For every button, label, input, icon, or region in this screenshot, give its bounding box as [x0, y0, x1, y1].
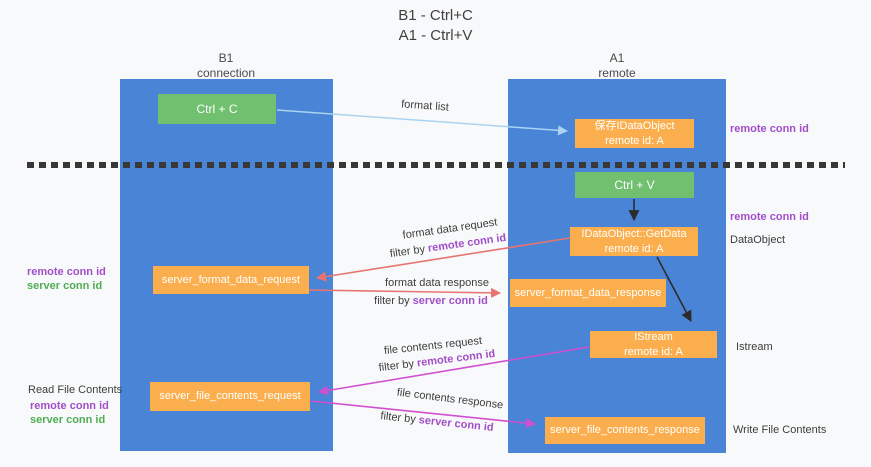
left-column-name: B1 — [218, 51, 234, 65]
format-data-response-arrow — [308, 287, 501, 298]
filter-by-text: filter by — [378, 357, 415, 375]
server-conn-id-annotation-left-2: server conn id — [30, 414, 106, 426]
right-column-name: A1 — [609, 51, 625, 65]
remote-conn-id-annotation-left-1: remote conn id — [27, 266, 106, 278]
keep-idataobject-line2: remote id: A — [605, 134, 664, 147]
ctrl-c-label: Ctrl + C — [196, 102, 238, 116]
dataobject-annotation: DataObject — [730, 234, 786, 246]
right-column-header: A1 remote — [557, 51, 677, 81]
filter-by-text: filter by — [389, 243, 426, 261]
getdata-line1: IDataObject::GetData — [581, 228, 687, 241]
read-file-contents-annotation: Read File Contents — [28, 384, 123, 396]
server-conn-id-annotation-left-1: server conn id — [27, 280, 103, 292]
istream-node: IStream remote id: A — [590, 331, 717, 358]
filter-by-text: filter by — [379, 410, 417, 426]
server-file-contents-response-label: server_file_contents_response — [550, 424, 700, 437]
file-contents-response-label: file contents response — [396, 386, 504, 412]
server-file-contents-response-node: server_file_contents_response — [545, 417, 705, 444]
server-conn-id-text: server conn id — [412, 295, 488, 307]
keep-idataobject-node: 保存IDataObject remote id: A — [575, 119, 694, 148]
istream-line1: IStream — [634, 331, 673, 344]
remote-conn-id-annotation-top: remote conn id — [730, 123, 809, 135]
remote-conn-id-annotation-left-2: remote conn id — [30, 400, 109, 412]
filter-by-text: filter by — [374, 295, 410, 307]
istream-annotation: Istream — [736, 341, 773, 353]
title-line-b1: B1 - Ctrl+C — [398, 7, 473, 24]
server-format-data-request-label: server_format_data_request — [161, 273, 301, 286]
getdata-line2: remote id: A — [604, 242, 664, 255]
left-column-role: connection — [196, 66, 256, 80]
ctrl-v-label: Ctrl + V — [614, 178, 655, 192]
left-column-header: B1 connection — [166, 51, 286, 81]
server-file-contents-request-node: server_file_contents_request — [150, 382, 310, 411]
server-conn-id-text: server conn id — [418, 414, 495, 434]
ctrl-c-node: Ctrl + C — [158, 94, 276, 124]
remote-conn-id-annotation-mid: remote conn id — [730, 211, 809, 223]
phase-separator-dashed-line — [27, 162, 845, 168]
format-data-response-label: format data response — [385, 277, 489, 289]
istream-line2: remote id: A — [624, 345, 683, 358]
server-file-contents-request-label: server_file_contents_request — [159, 390, 301, 403]
write-file-contents-annotation: Write File Contents — [733, 424, 827, 436]
keep-idataobject-line1: 保存IDataObject — [594, 120, 675, 133]
diagram-title: B1 - Ctrl+C A1 - Ctrl+V — [0, 6, 871, 47]
server-format-data-response-label: server_format_data_response — [514, 286, 662, 299]
format-list-label: format list — [400, 98, 450, 114]
title-line-a1: A1 - Ctrl+V — [398, 27, 473, 45]
server-format-data-response-node: server_format_data_response — [510, 279, 666, 307]
idataobject-getdata-node: IDataObject::GetData remote id: A — [570, 227, 698, 256]
ctrl-v-node: Ctrl + V — [575, 172, 694, 198]
server-format-data-request-node: server_format_data_request — [153, 266, 309, 294]
right-column-role: remote — [598, 66, 636, 80]
